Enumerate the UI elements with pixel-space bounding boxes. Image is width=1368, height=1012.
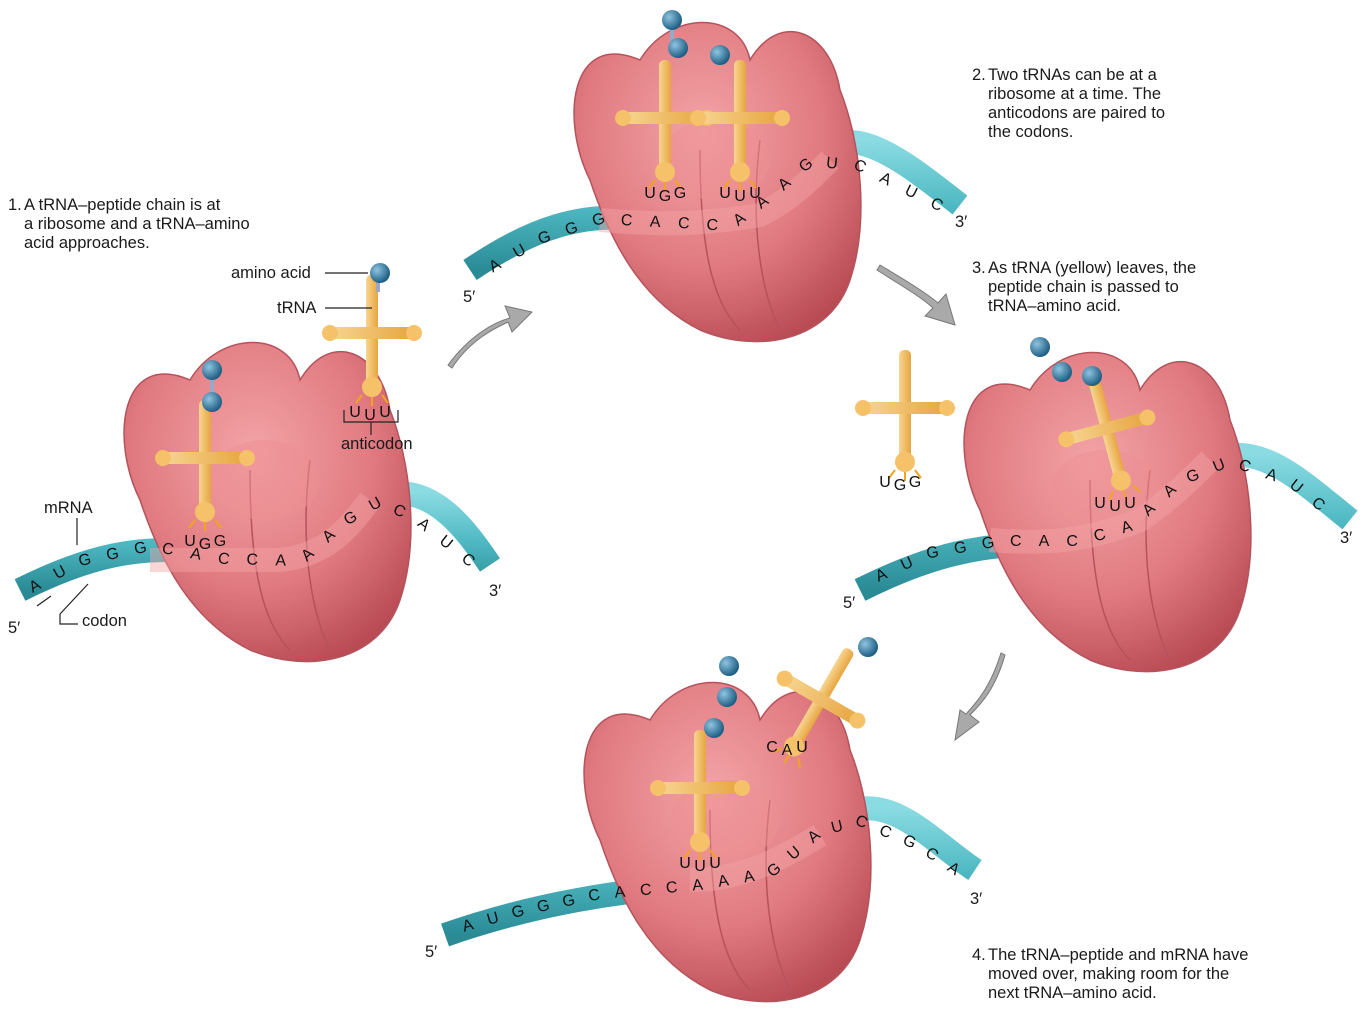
ribosome-4 xyxy=(584,683,871,1002)
anticodon-base: U xyxy=(1124,495,1136,512)
step-number: 1. xyxy=(8,196,22,215)
anticodon-base: U xyxy=(364,407,376,424)
anticodon-base: U xyxy=(734,188,746,205)
label-codon: codon xyxy=(82,612,127,631)
caption-text: Two tRNAs can be at a ribosome at a time… xyxy=(988,66,1272,142)
anticodon-base: G xyxy=(214,533,226,550)
label-mrna: mRNA xyxy=(44,499,93,518)
caption-text: As tRNA (yellow) leaves, the peptide cha… xyxy=(988,259,1292,316)
mrna-base: C xyxy=(246,552,258,569)
anticodon-base: U xyxy=(679,855,691,872)
label-5prime-2: 5′ xyxy=(463,288,475,307)
mrna-base: A xyxy=(414,515,433,535)
anticodon-base: U xyxy=(709,855,721,872)
amino-acid-icon xyxy=(370,263,390,283)
anticodon-base: G xyxy=(894,477,906,494)
anticodon-base: U xyxy=(694,858,706,875)
mrna-base: C xyxy=(1066,533,1078,550)
mrna-base: A xyxy=(649,214,661,232)
label-5prime-3: 5′ xyxy=(843,594,855,613)
mrna-base: C xyxy=(678,215,691,233)
anticodon-base: A xyxy=(782,742,793,759)
amino-acid-icon xyxy=(202,392,222,412)
amino-acid-icon xyxy=(717,687,737,707)
mrna-base: C xyxy=(665,879,678,897)
label-3prime-2: 3′ xyxy=(955,213,967,232)
caption-text: The tRNA–peptide and mRNA have moved ove… xyxy=(988,946,1332,1003)
caption-step-4: 4. The tRNA–peptide and mRNA have moved … xyxy=(972,946,1332,1003)
mrna-base: C xyxy=(706,217,719,235)
anticodon-base: C xyxy=(766,739,778,756)
caption-step-1: 1. A tRNA–peptide chain is at a ribosome… xyxy=(8,196,308,253)
mrna-base: U xyxy=(825,155,838,173)
amino-acid-icon xyxy=(662,10,682,30)
amino-acid-icon xyxy=(202,360,222,380)
label-5prime-1: 5′ xyxy=(8,619,20,638)
anticodon-base: G xyxy=(199,536,211,553)
step-number: 4. xyxy=(972,946,986,965)
amino-acid-icon xyxy=(1052,362,1072,382)
arrow-1-to-2 xyxy=(448,306,532,368)
mrna-base: A xyxy=(1039,533,1050,550)
anticodon-base: U xyxy=(879,474,891,491)
mrna-base: A xyxy=(275,552,286,569)
mrna-base: A xyxy=(877,169,894,189)
amino-acid-icon xyxy=(668,38,688,58)
panel-4 xyxy=(445,624,975,1001)
label-5prime-4: 5′ xyxy=(425,943,437,962)
anticodon-base: U xyxy=(349,404,361,421)
mrna-base: C xyxy=(639,881,652,899)
amino-acid-icon xyxy=(710,45,730,65)
mrna-base: C xyxy=(1010,533,1022,550)
amino-acid-icon xyxy=(1030,337,1050,357)
mrna-base: A xyxy=(692,877,704,895)
mrna-base: C xyxy=(928,195,946,215)
anticodon-base: U xyxy=(1109,498,1121,515)
anticodon-base: U xyxy=(644,185,656,202)
anticodon-base: G xyxy=(909,474,921,491)
ribosome-3 xyxy=(964,353,1251,672)
mrna-base: A xyxy=(614,884,626,902)
caption-step-2: 2. Two tRNAs can be at a ribosome at a t… xyxy=(972,66,1272,142)
anticodon-base: G xyxy=(659,188,671,205)
amino-acid-icon xyxy=(704,718,724,738)
mrna-base: C xyxy=(620,212,632,230)
label-3prime-3: 3′ xyxy=(1340,529,1352,548)
mrna-base: U xyxy=(902,182,920,202)
anticodon-base: U xyxy=(749,185,761,202)
caption-text: A tRNA–peptide chain is at a ribosome an… xyxy=(24,196,308,253)
label-trna: tRNA xyxy=(277,299,316,318)
label-3prime-4: 3′ xyxy=(970,890,982,909)
anticodon-base: U xyxy=(379,404,391,421)
amino-acid-icon xyxy=(1082,366,1102,386)
amino-acid-icon xyxy=(858,637,878,657)
step-number: 2. xyxy=(972,66,986,85)
label-3prime-1: 3′ xyxy=(489,582,501,601)
arrow-2-to-3 xyxy=(877,265,955,325)
mrna-base: G xyxy=(900,832,918,852)
amino-acid-icon xyxy=(719,656,739,676)
step-number: 3. xyxy=(972,259,986,278)
arrow-3-to-4 xyxy=(955,653,1005,740)
anticodon-base: U xyxy=(719,185,731,202)
label-anticodon: anticodon xyxy=(341,435,413,454)
panel-1 xyxy=(20,263,490,662)
label-amino-acid: amino acid xyxy=(231,264,311,283)
anticodon-base: G xyxy=(674,185,686,202)
caption-step-3: 3. As tRNA (yellow) leaves, the peptide … xyxy=(972,259,1292,316)
mrna-base: C xyxy=(877,822,894,842)
anticodon-base: U xyxy=(184,533,196,550)
trna-leaving-3 xyxy=(855,350,955,481)
anticodon-base: U xyxy=(1094,495,1106,512)
anticodon-base: U xyxy=(796,739,808,756)
